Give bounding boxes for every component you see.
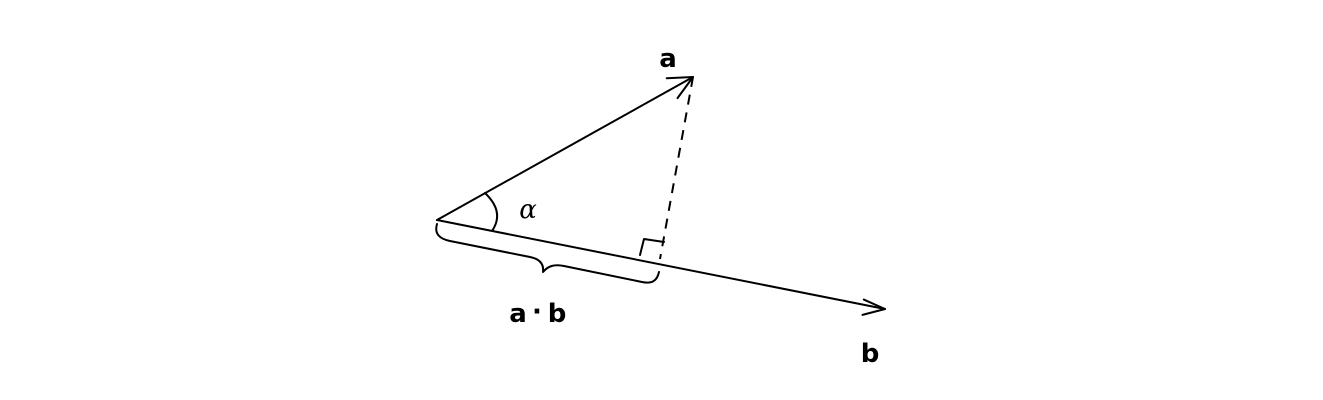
dot-product-label: a · b (509, 297, 566, 329)
vector-b-line (436, 219, 886, 310)
angle-arc (484, 192, 499, 232)
vector-b-arrowhead (861, 298, 886, 316)
dot-product-label-b: b (548, 299, 567, 329)
projection-line (659, 76, 694, 260)
projection-brace (435, 223, 660, 284)
vector-a-label: a (659, 44, 677, 74)
vector-a-line (436, 76, 694, 221)
vector-b (436, 219, 886, 316)
dot-product-label-dot: · (532, 297, 542, 327)
dot-product-label-a: a (509, 299, 527, 329)
vector-a (436, 76, 694, 221)
vector-b-label: b (861, 339, 880, 369)
angle-label: α (519, 195, 537, 225)
right-angle-marker (639, 238, 665, 256)
